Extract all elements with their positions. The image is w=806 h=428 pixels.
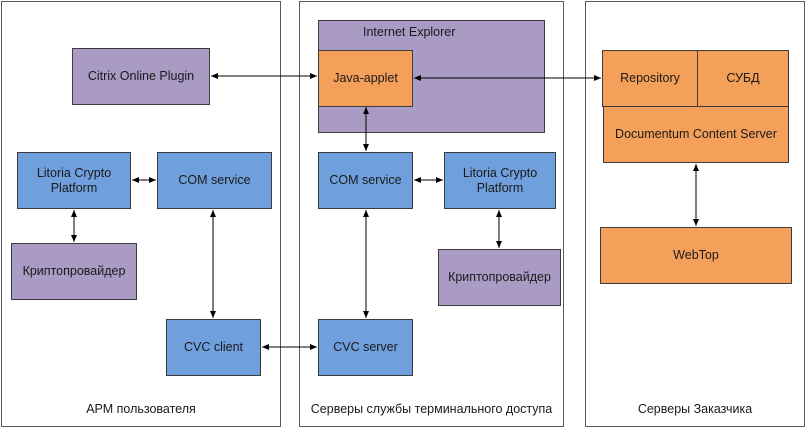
- terminal-litoria-label: Litoria Crypto Platform: [462, 165, 538, 195]
- citrix-online-plugin-box: Citrix Online Plugin: [72, 48, 210, 105]
- webtop-label: WebTop: [673, 248, 719, 262]
- terminal-cryptoprovider-box: Криптопровайдер: [438, 249, 561, 306]
- workstation-litoria-label: Litoria Crypto Platform: [36, 165, 112, 195]
- cvc-client-box: CVC client: [166, 319, 261, 376]
- workstation-cryptoprovider-box: Криптопровайдер: [11, 243, 137, 300]
- java-applet-box: Java-applet: [318, 50, 413, 107]
- repository-label: Repository: [620, 71, 680, 85]
- zone-customer-label: Серверы Заказчика: [637, 402, 753, 416]
- repository-box: Repository: [602, 50, 698, 107]
- cvc-server-box: CVC server: [318, 319, 413, 376]
- workstation-cryptoprovider-label: Криптопровайдер: [22, 264, 126, 278]
- terminal-com-service-box: COM service: [318, 152, 413, 209]
- webtop-box: WebTop: [600, 227, 792, 284]
- internet-explorer-label: Internet Explorer: [363, 25, 456, 39]
- dbms-label: СУБД: [726, 71, 760, 85]
- java-applet-label: Java-applet: [333, 71, 398, 85]
- citrix-online-plugin-label: Citrix Online Plugin: [87, 69, 195, 83]
- cvc-client-label: CVC client: [183, 340, 244, 354]
- workstation-com-service-label: COM service: [178, 173, 251, 187]
- zone-terminal-label: Серверы службы терминального доступа: [310, 402, 553, 416]
- workstation-litoria-box: Litoria Crypto Platform: [17, 152, 131, 209]
- terminal-cryptoprovider-label: Криптопровайдер: [448, 270, 551, 284]
- cvc-server-label: CVC server: [333, 340, 398, 354]
- content-server-label: Documentum Content Server: [615, 127, 777, 141]
- terminal-com-service-label: COM service: [329, 173, 402, 187]
- terminal-litoria-box: Litoria Crypto Platform: [444, 152, 556, 209]
- dbms-box: СУБД: [697, 50, 789, 107]
- zone-workstation-label: АРМ пользователя: [86, 402, 196, 416]
- workstation-com-service-box: COM service: [157, 152, 272, 209]
- content-server-box: Documentum Content Server: [603, 106, 789, 163]
